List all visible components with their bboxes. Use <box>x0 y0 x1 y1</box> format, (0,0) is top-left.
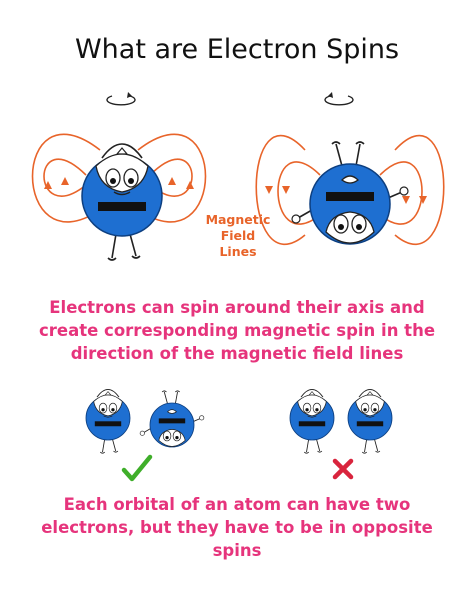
electron-spin-up-icon <box>289 388 335 454</box>
electron-spin-down-icon <box>291 141 409 245</box>
rotation-arrow-icon <box>106 95 136 106</box>
electron-spin-up-icon <box>81 143 163 261</box>
caption-orbital-rule: Each orbital of an atom can have two ele… <box>41 495 433 560</box>
field-arrows-left <box>44 177 194 189</box>
field-arrows-right <box>265 186 427 204</box>
electron-spin-up-icon <box>85 388 131 454</box>
cross-icon <box>332 458 354 480</box>
caption-spin-explanation: Electrons can spin around their axis and… <box>38 298 436 363</box>
page-title: What are Electron Spins <box>74 34 400 65</box>
rotation-arrow-icon <box>324 95 354 106</box>
electron-spin-down-icon <box>139 390 205 448</box>
field-lines-left <box>31 133 207 223</box>
field-lines-right <box>255 134 445 245</box>
field-label-line2: Field Lines <box>219 228 257 259</box>
check-icon <box>121 454 153 482</box>
magnetic-field-lines-label: Magnetic Field Lines <box>202 212 274 260</box>
field-label-line1: Magnetic <box>205 212 271 227</box>
electron-spin-up-icon <box>347 388 393 454</box>
